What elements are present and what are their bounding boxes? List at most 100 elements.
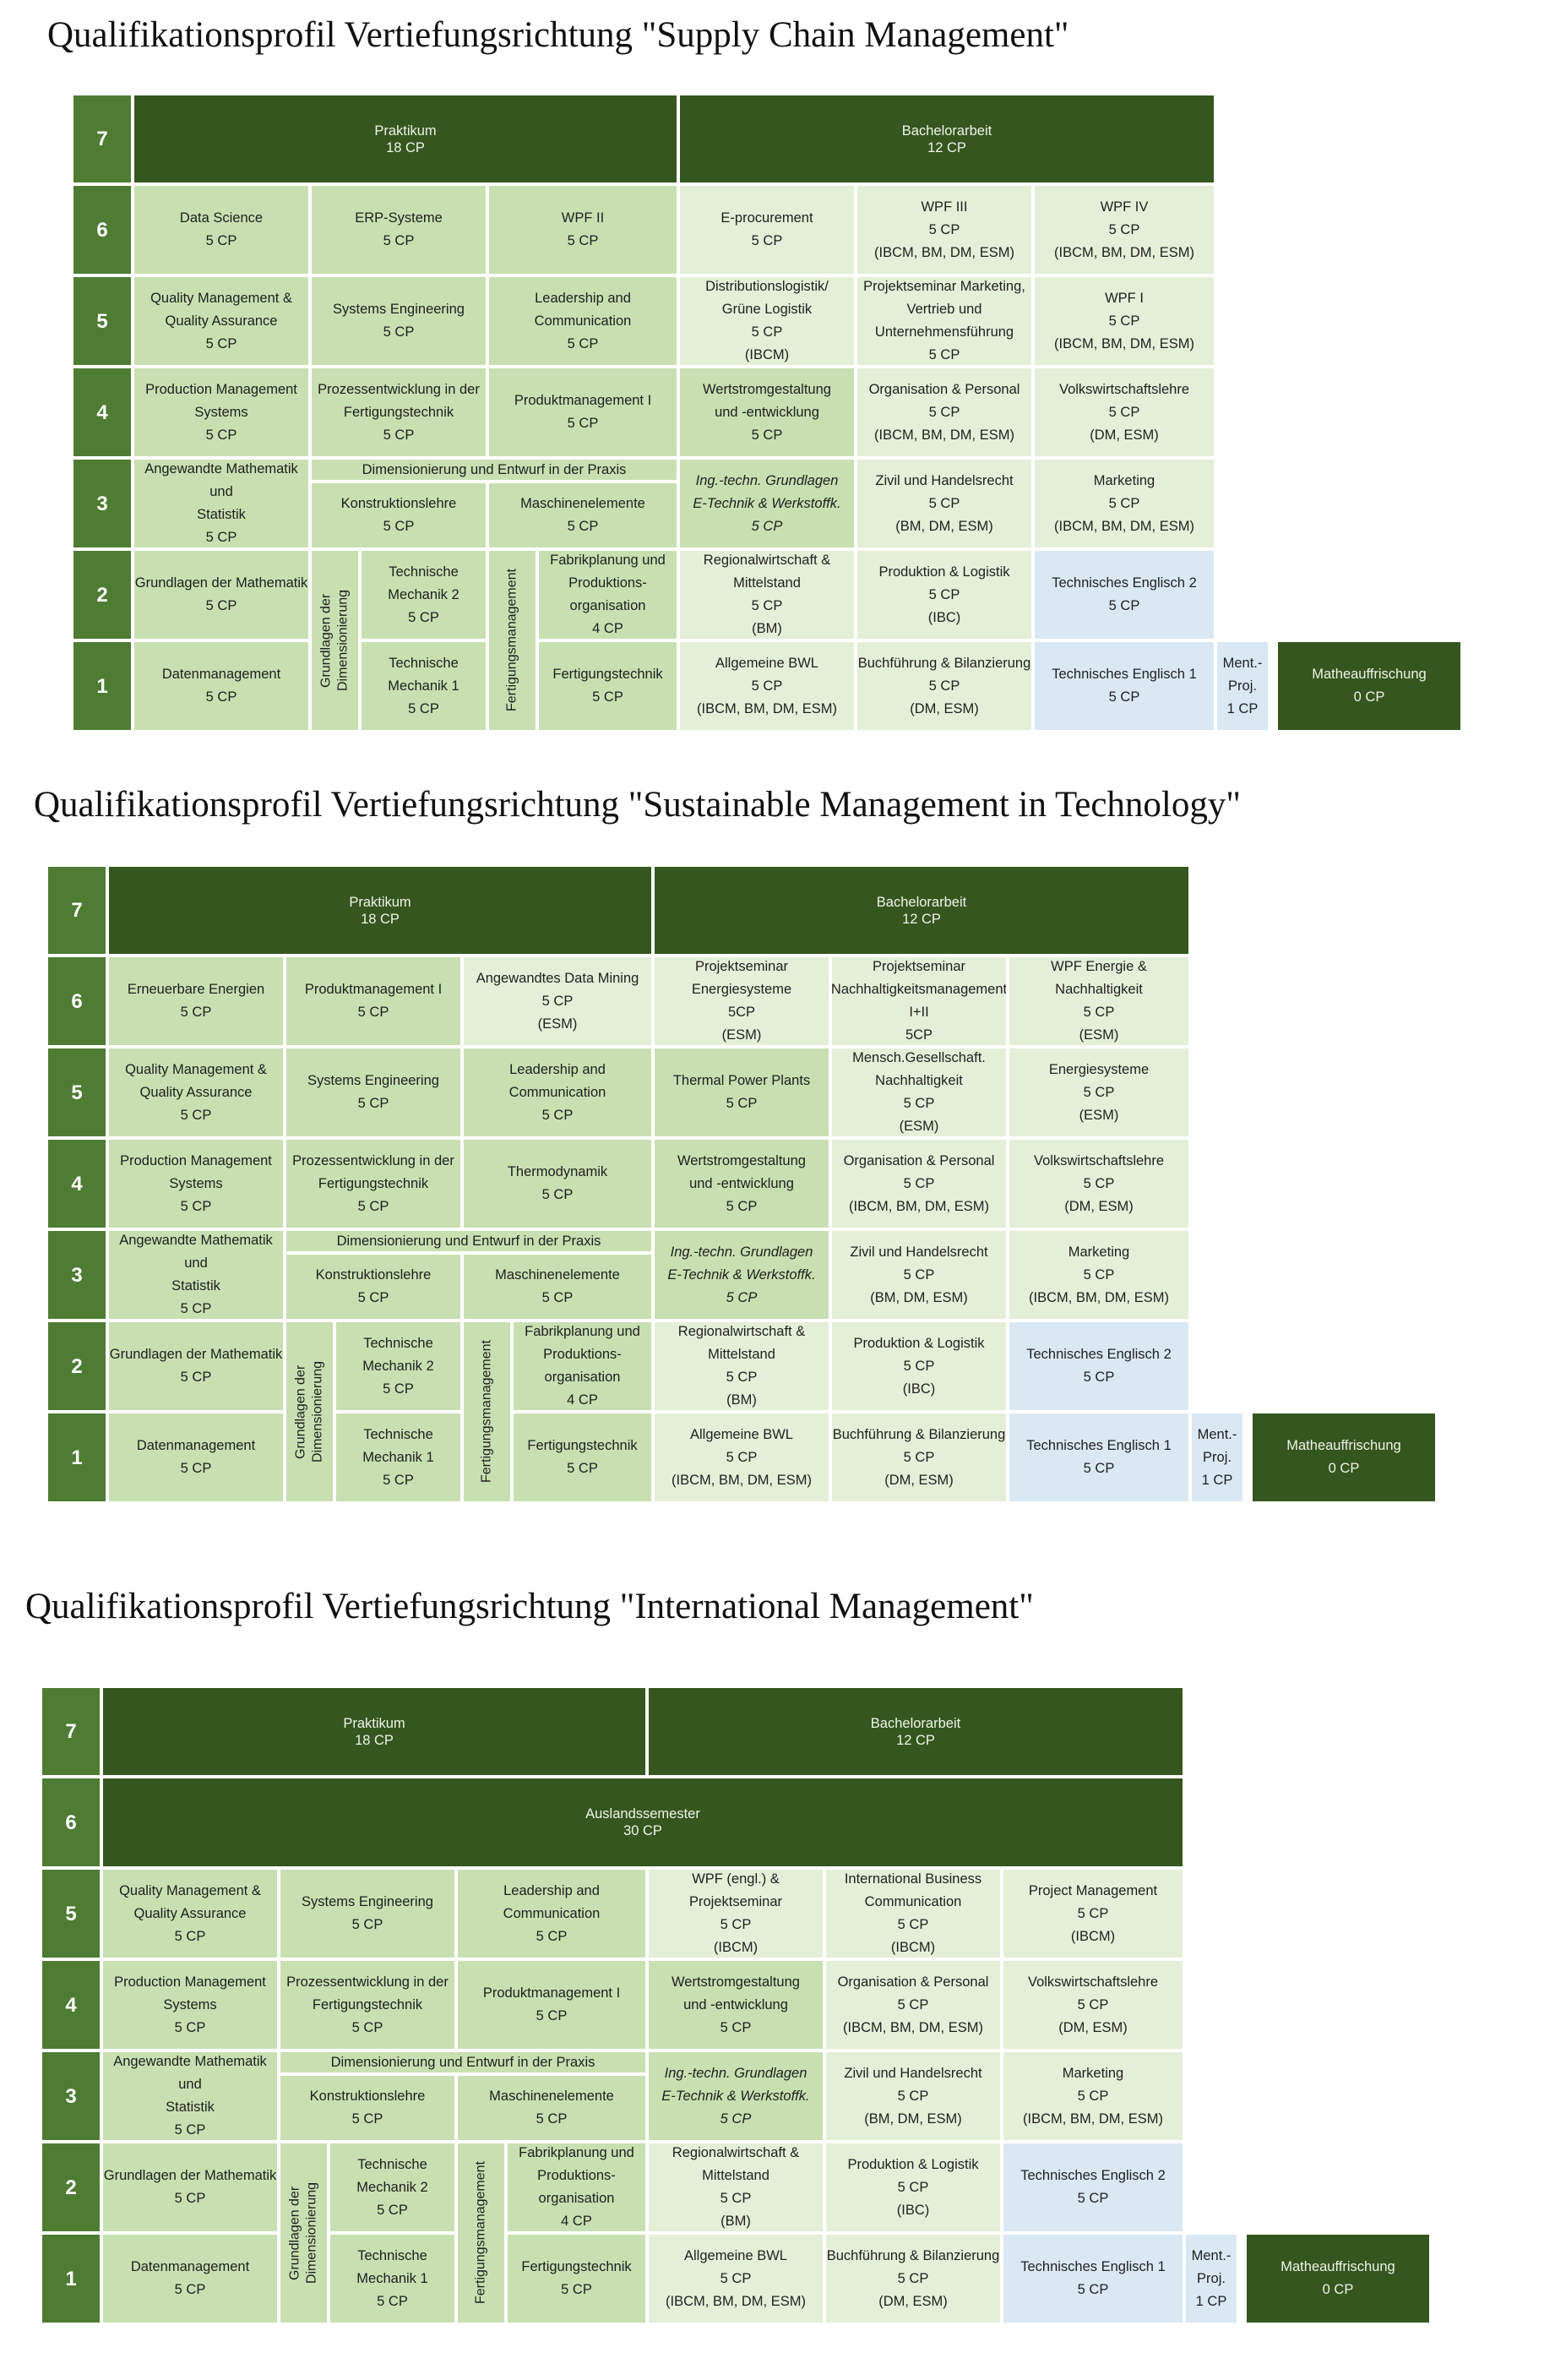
module-ing-techn-grundlagen: Ing.-techn. Grundlagen E-Technik & Werks… bbox=[649, 2052, 823, 2140]
module-konstruktionslehre: Konstruktionslehre 5 CP bbox=[286, 1255, 460, 1319]
module-allgemeine-bwl: Allgemeine BWL 5 CP (IBCM, BM, DM, ESM) bbox=[655, 1413, 829, 1501]
module-matheauffrischung: Matheauffrischung 0 CP bbox=[1253, 1413, 1435, 1501]
module-erp-systeme: ERP-Systeme 5 CP bbox=[312, 186, 486, 274]
module-konstruktionslehre: Konstruktionslehre 5 CP bbox=[280, 2076, 454, 2140]
module-matheauffrischung: Matheauffrischung 0 CP bbox=[1278, 642, 1460, 730]
module-fertigungstechnik: Fertigungstechnik 5 CP bbox=[539, 642, 677, 730]
module-dimensionierung-und-entwurf-in-der-praxis: Dimensionierung und Entwurf in der Praxi… bbox=[280, 2052, 645, 2072]
module-data-science: Data Science 5 CP bbox=[134, 186, 308, 274]
semester-6: 6 bbox=[73, 186, 131, 274]
profile-title-supply-chain: Qualifikationsprofil Vertiefungsrichtung… bbox=[47, 15, 1069, 55]
semester-2: 2 bbox=[48, 1322, 106, 1410]
module-e-procurement: E-procurement 5 CP bbox=[680, 186, 854, 274]
module-zivil-und-handelsrecht: Zivil und Handelsrecht 5 CP (BM, DM, ESM… bbox=[857, 460, 1031, 547]
semester-3: 3 bbox=[42, 2052, 100, 2140]
module-erneuerbare-energien: Erneuerbare Energien 5 CP bbox=[109, 957, 283, 1045]
module-technische-mechanik-2: Technische Mechanik 2 5 CP bbox=[336, 1322, 460, 1410]
semester-1: 1 bbox=[48, 1413, 106, 1501]
module-produktmanagement-i: Produktmanagement I 5 CP bbox=[489, 368, 677, 456]
module-fabrikplanung-und: Fabrikplanung und Produktions- organisat… bbox=[514, 1322, 651, 1410]
semester-7: 7 bbox=[73, 95, 131, 182]
module-praktikum: Praktikum 18 CP bbox=[103, 1688, 645, 1775]
semester-4: 4 bbox=[42, 1961, 100, 2049]
module-production-management: Production Management Systems 5 CP bbox=[109, 1140, 283, 1228]
module-technisches-englisch-2: Technisches Englisch 2 5 CP bbox=[1035, 551, 1214, 639]
module-grundlagen-der-mathematik: Grundlagen der Mathematik 5 CP bbox=[103, 2143, 277, 2231]
module-regionalwirtschaft: Regionalwirtschaft & Mittelstand 5 CP (B… bbox=[680, 551, 854, 639]
module-ment: Ment.- Proj. 1 CP bbox=[1186, 2235, 1237, 2323]
module-systems-engineering: Systems Engineering 5 CP bbox=[286, 1048, 460, 1136]
semester-6: 6 bbox=[48, 957, 106, 1045]
module-marketing: Marketing 5 CP (IBCM, BM, DM, ESM) bbox=[1009, 1231, 1188, 1319]
semester-3: 3 bbox=[73, 460, 131, 547]
module-fabrikplanung-und: Fabrikplanung und Produktions- organisat… bbox=[539, 551, 677, 639]
module-systems-engineering: Systems Engineering 5 CP bbox=[312, 277, 486, 365]
module-international-business: International Business Communication 5 C… bbox=[826, 1870, 1000, 1958]
module-produktmanagement-i: Produktmanagement I 5 CP bbox=[458, 1961, 645, 2049]
module-bachelorarbeit: Bachelorarbeit 12 CP bbox=[649, 1688, 1183, 1775]
module-grundlagen-der: Grundlagen der Dimensionierung bbox=[280, 2143, 327, 2323]
module-fabrikplanung-und: Fabrikplanung und Produktions- organisat… bbox=[508, 2143, 645, 2231]
module-fertigungsmanagement: Fertigungsmanagement bbox=[458, 2143, 504, 2323]
module-wpf-engl: WPF (engl.) & Projektseminar 5 CP (IBCM) bbox=[649, 1870, 823, 1958]
module-prozessentwicklung-in-der: Prozessentwicklung in der Fertigungstech… bbox=[312, 368, 486, 456]
module-buchführung-bilanzierung: Buchführung & Bilanzierung 5 CP (DM, ESM… bbox=[832, 1413, 1006, 1501]
module-wpf-energie: WPF Energie & Nachhaltigkeit 5 CP (ESM) bbox=[1009, 957, 1188, 1045]
module-wertstromgestaltung: Wertstromgestaltung und -entwicklung 5 C… bbox=[680, 368, 854, 456]
module-project-management: Project Management 5 CP (IBCM) bbox=[1003, 1870, 1183, 1958]
module-maschinenelemente: Maschinenelemente 5 CP bbox=[489, 483, 677, 547]
semester-4: 4 bbox=[48, 1140, 106, 1228]
module-maschinenelemente: Maschinenelemente 5 CP bbox=[458, 2076, 645, 2140]
module-projektseminar-marketing: Projektseminar Marketing, Vertrieb und U… bbox=[857, 277, 1031, 365]
module-mensch-gesellschaft: Mensch.Gesellschaft. Nachhaltigkeit 5 CP… bbox=[832, 1048, 1006, 1136]
semester-1: 1 bbox=[73, 642, 131, 730]
module-praktikum: Praktikum 18 CP bbox=[134, 95, 677, 182]
semester-3: 3 bbox=[48, 1231, 106, 1319]
module-grundlagen-der-mathematik: Grundlagen der Mathematik 5 CP bbox=[134, 551, 308, 639]
module-leadership-and: Leadership and Communication 5 CP bbox=[464, 1048, 651, 1136]
module-wpf-i: WPF I 5 CP (IBCM, BM, DM, ESM) bbox=[1035, 277, 1214, 365]
module-quality-management: Quality Management & Quality Assurance 5… bbox=[109, 1048, 283, 1136]
module-thermodynamik: Thermodynamik 5 CP bbox=[464, 1140, 651, 1228]
module-produktion-logistik: Produktion & Logistik 5 CP (IBC) bbox=[826, 2143, 1000, 2231]
module-volkswirtschaftslehre: Volkswirtschaftslehre 5 CP (DM, ESM) bbox=[1003, 1961, 1183, 2049]
module-wertstromgestaltung: Wertstromgestaltung und -entwicklung 5 C… bbox=[649, 1961, 823, 2049]
semester-4: 4 bbox=[73, 368, 131, 456]
semester-2: 2 bbox=[73, 551, 131, 639]
module-ing-techn-grundlagen: Ing.-techn. Grundlagen E-Technik & Werks… bbox=[680, 460, 854, 547]
module-dimensionierung-und-entwurf-in-der-praxis: Dimensionierung und Entwurf in der Praxi… bbox=[312, 460, 677, 480]
module-datenmanagement: Datenmanagement 5 CP bbox=[103, 2235, 277, 2323]
module-technisches-englisch-1: Technisches Englisch 1 5 CP bbox=[1035, 642, 1214, 730]
module-quality-management: Quality Management & Quality Assurance 5… bbox=[103, 1870, 277, 1958]
semester-1: 1 bbox=[42, 2235, 100, 2323]
profile-title-sustainable-management: Qualifikationsprofil Vertiefungsrichtung… bbox=[34, 785, 1241, 825]
module-technisches-englisch-1: Technisches Englisch 1 5 CP bbox=[1003, 2235, 1183, 2323]
module-grundlagen-der-mathematik: Grundlagen der Mathematik 5 CP bbox=[109, 1322, 283, 1410]
module-angewandtes-data-mining: Angewandtes Data Mining 5 CP (ESM) bbox=[464, 957, 651, 1045]
semester-5: 5 bbox=[73, 277, 131, 365]
module-quality-management: Quality Management & Quality Assurance 5… bbox=[134, 277, 308, 365]
module-maschinenelemente: Maschinenelemente 5 CP bbox=[464, 1255, 651, 1319]
module-datenmanagement: Datenmanagement 5 CP bbox=[109, 1413, 283, 1501]
semester-5: 5 bbox=[42, 1870, 100, 1958]
module-wertstromgestaltung: Wertstromgestaltung und -entwicklung 5 C… bbox=[655, 1140, 829, 1228]
module-production-management: Production Management Systems 5 CP bbox=[103, 1961, 277, 2049]
module-distributionslogistik: Distributionslogistik/ Grüne Logistik 5 … bbox=[680, 277, 854, 365]
module-fertigungstechnik: Fertigungstechnik 5 CP bbox=[514, 1413, 651, 1501]
module-allgemeine-bwl: Allgemeine BWL 5 CP (IBCM, BM, DM, ESM) bbox=[649, 2235, 823, 2323]
module-datenmanagement: Datenmanagement 5 CP bbox=[134, 642, 308, 730]
module-technische-mechanik-2: Technische Mechanik 2 5 CP bbox=[330, 2143, 454, 2231]
module-bachelorarbeit: Bachelorarbeit 12 CP bbox=[655, 867, 1188, 954]
module-technisches-englisch-2: Technisches Englisch 2 5 CP bbox=[1003, 2143, 1183, 2231]
module-projektseminar: Projektseminar Energiesysteme 5CP (ESM) bbox=[655, 957, 829, 1045]
module-prozessentwicklung-in-der: Prozessentwicklung in der Fertigungstech… bbox=[286, 1140, 460, 1228]
module-angewandte-mathematik-und: Angewandte Mathematik und Statistik 5 CP bbox=[134, 460, 308, 547]
module-production-management: Production Management Systems 5 CP bbox=[134, 368, 308, 456]
module-marketing: Marketing 5 CP (IBCM, BM, DM, ESM) bbox=[1035, 460, 1214, 547]
semester-7: 7 bbox=[42, 1688, 100, 1775]
semester-6: 6 bbox=[42, 1778, 100, 1866]
module-wpf-ii: WPF II 5 CP bbox=[489, 186, 677, 274]
semester-2: 2 bbox=[42, 2143, 100, 2231]
module-fertigungstechnik: Fertigungstechnik 5 CP bbox=[508, 2235, 645, 2323]
module-zivil-und-handelsrecht: Zivil und Handelsrecht 5 CP (BM, DM, ESM… bbox=[832, 1231, 1006, 1319]
